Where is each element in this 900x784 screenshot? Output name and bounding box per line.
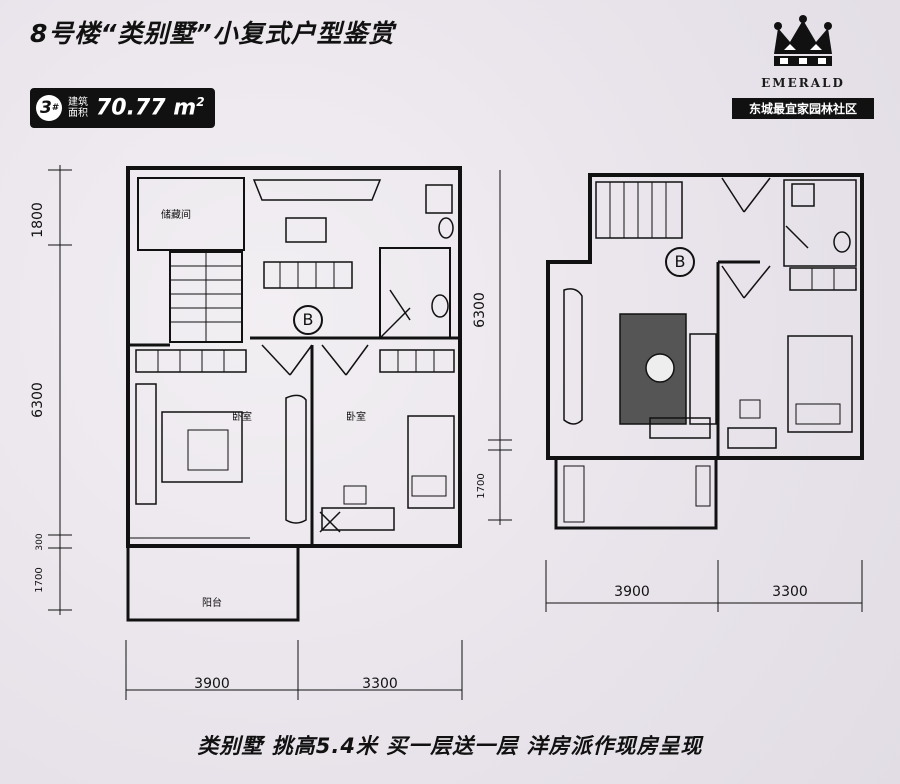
area-badge: 3# 建筑 面积 70.77 m2 — [30, 88, 215, 128]
area-value: 70.77 m2 — [96, 95, 205, 120]
area-unit: m — [173, 95, 197, 121]
left-floor-plan — [48, 165, 463, 700]
area-label-line1: 建筑 — [68, 97, 88, 108]
unit-number-suffix: # — [51, 103, 59, 113]
page-title: 8号楼“类别墅”小复式户型鉴赏 — [30, 19, 395, 48]
left-dim-mid: 6300 — [30, 382, 46, 418]
left-marker-b: B — [303, 310, 314, 329]
unit-number-value: 3 — [39, 98, 52, 118]
brand-logo: EMERALD 东城最宜家园林社区 — [728, 14, 878, 124]
area-unit-sup: 2 — [196, 95, 205, 110]
area-label-line2: 面积 — [68, 108, 88, 119]
right-dim-mid: 6300 — [472, 292, 488, 328]
left-dim-width-left: 3900 — [194, 676, 230, 692]
footer-slogan: 类别墅 挑高5.4米 买一层送一层 洋房派作现房呈现 — [197, 734, 703, 758]
area-number: 70.77 — [96, 95, 166, 121]
left-dim-bottom: 1700 — [34, 567, 45, 592]
brand-name: EMERALD — [761, 76, 845, 90]
right-floor-plan — [488, 170, 864, 612]
room-balcony-label: 阳台 — [202, 596, 222, 609]
right-dim-width-left: 3900 — [614, 584, 650, 600]
area-label: 建筑 面积 — [68, 97, 88, 119]
left-dim-width-right: 3300 — [362, 676, 398, 692]
room-bedroom-left-label: 卧室 — [232, 410, 252, 423]
room-storage-label: 储藏间 — [161, 208, 191, 221]
left-dim-small: 300 — [35, 533, 45, 550]
unit-number: 3# — [36, 95, 62, 121]
room-bedroom-right-label: 卧室 — [346, 410, 366, 423]
left-dim-top: 1800 — [30, 202, 46, 238]
right-marker-b: B — [675, 252, 686, 271]
brand-subtitle: 东城最宜家园林社区 — [732, 98, 874, 119]
right-dim-width-right: 3300 — [772, 584, 808, 600]
crown-icon — [774, 15, 832, 66]
right-dim-bottom: 1700 — [476, 473, 487, 498]
